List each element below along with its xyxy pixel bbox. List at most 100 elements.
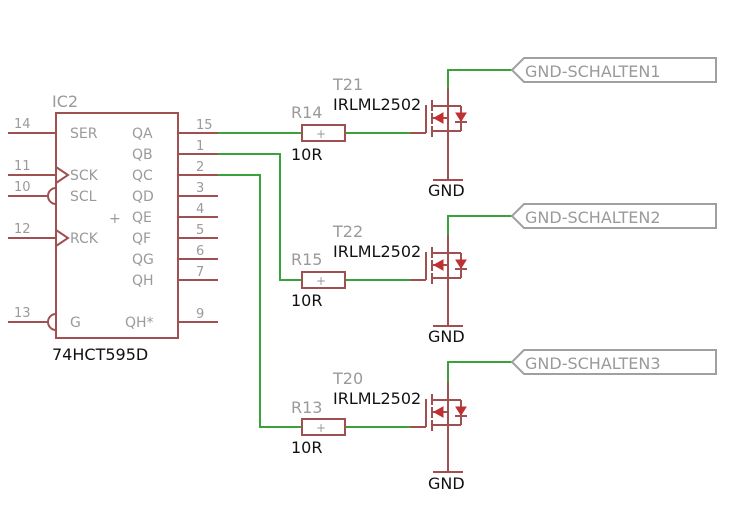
pin-name: SCK	[70, 168, 99, 184]
ic2-center-mark: +	[109, 211, 121, 227]
transistor-name: T21	[332, 75, 363, 94]
ic2-pin-qa: 15 QA	[132, 118, 218, 142]
arrow-icon	[432, 112, 444, 124]
resistor-value: 10R	[291, 291, 322, 310]
wire-t20-drain	[447, 361, 512, 382]
net-label-text: GND-SCHALTEN3	[525, 354, 661, 373]
transistor-name: T22	[332, 222, 363, 241]
resistor-name: R14	[291, 103, 322, 122]
transistor-value: IRLML2502	[333, 389, 421, 408]
net-label-text: GND-SCHALTEN1	[525, 62, 661, 81]
pin-number: 9	[196, 307, 204, 322]
ic2-pin-qc: 2 QC	[132, 160, 218, 184]
pin-name: QA	[132, 126, 153, 142]
pin-name: RCK	[70, 231, 99, 247]
resistor-r15: + R15 10R	[291, 250, 346, 310]
channel-2: + R15 10R T22 IRLML2502 GND	[291, 203, 717, 346]
pin-number: 11	[14, 159, 31, 174]
ic2-pin-g: 13 G	[8, 306, 81, 331]
pin-number: 3	[196, 181, 204, 196]
resistor-value: 10R	[291, 145, 322, 164]
transistor-value: IRLML2502	[333, 242, 421, 261]
ic2-pin-rck: 12 RCK	[8, 222, 99, 247]
pin-name: SER	[70, 126, 98, 142]
ic2-shift-register: IC2 74HCT595D + 14 SER 11 SCK 10 SCL 12 …	[8, 92, 218, 364]
wire-qc-to-r13	[218, 174, 302, 428]
pin-number: 2	[196, 160, 204, 175]
resistor-name: R13	[291, 398, 322, 417]
ic2-pin-qh-star: 9 QH*	[125, 307, 218, 331]
clock-triangle-icon	[55, 166, 70, 184]
inversion-bubble-icon	[47, 313, 57, 331]
ic2-pin-qg: 6 QG	[132, 244, 218, 268]
pin-name: G	[70, 315, 81, 331]
pin-name: QH	[132, 273, 154, 289]
mosfet-t20: T20 IRLML2502	[332, 369, 467, 468]
ic2-pin-qh: 7 QH	[132, 265, 218, 289]
transistor-value: IRLML2502	[333, 95, 421, 114]
pin-name: QH*	[125, 315, 154, 331]
ic2-name: IC2	[52, 92, 78, 111]
pin-number: 5	[196, 223, 204, 238]
channel-1: + R14 10R T21 IRLML2502 GND	[291, 57, 717, 200]
channel-3: + R13 10R T20 IRLML2502 GND	[291, 349, 717, 493]
diode-icon	[455, 406, 467, 416]
pin-number: 4	[196, 202, 204, 217]
pin-name: QE	[132, 210, 152, 226]
resistor-mark: +	[316, 127, 326, 141]
resistor-r14: + R14 10R	[291, 103, 346, 164]
pin-name: QC	[132, 168, 153, 184]
ic2-pin-ser: 14 SER	[8, 117, 98, 142]
pin-number: 12	[14, 222, 31, 237]
pin-name: QB	[132, 147, 153, 163]
resistor-value: 10R	[291, 438, 322, 457]
pin-number: 6	[196, 244, 204, 259]
diode-icon	[455, 259, 467, 269]
ground-label: GND	[428, 474, 465, 493]
net-label-gnd-schalten1: GND-SCHALTEN1	[510, 57, 717, 83]
ground-label: GND	[428, 327, 465, 346]
ic2-pin-qe: 4 QE	[132, 202, 218, 226]
pin-name: QF	[132, 231, 151, 247]
net-label-text: GND-SCHALTEN2	[525, 208, 661, 227]
wire-qb-to-r15	[218, 153, 302, 281]
mosfet-t21: T21 IRLML2502	[332, 75, 467, 175]
resistor-mark: +	[316, 274, 326, 288]
wires	[218, 69, 512, 428]
ic2-pin-qd: 3 QD	[132, 181, 218, 205]
wire-t21-drain	[447, 69, 512, 88]
net-label-gnd-schalten2: GND-SCHALTEN2	[510, 203, 717, 229]
pin-number: 13	[14, 306, 31, 321]
pin-name: SCL	[70, 189, 97, 205]
ic2-pin-qf: 5 QF	[132, 223, 218, 247]
ic2-pin-sck: 11 SCK	[8, 159, 99, 184]
ground-symbol-2: GND	[428, 322, 465, 346]
ground-label: GND	[428, 181, 465, 200]
mosfet-t22: T22 IRLML2502	[332, 222, 467, 322]
clock-triangle-icon	[55, 229, 70, 247]
arrow-icon	[432, 259, 444, 271]
pin-name: QG	[132, 252, 154, 268]
ground-symbol-1: GND	[428, 175, 465, 200]
resistor-r13: + R13 10R	[291, 398, 346, 457]
pin-name: QD	[132, 189, 154, 205]
pin-number: 10	[14, 180, 31, 195]
pin-number: 1	[196, 139, 204, 154]
ground-symbol-3: GND	[428, 468, 465, 493]
net-label-gnd-schalten3: GND-SCHALTEN3	[510, 349, 717, 375]
wire-t22-drain	[447, 215, 512, 235]
diode-icon	[455, 112, 467, 122]
ic2-pin-qb: 1 QB	[132, 139, 218, 163]
arrow-icon	[432, 406, 444, 418]
ic2-body	[55, 112, 179, 339]
pin-number: 15	[196, 118, 213, 133]
inversion-bubble-icon	[47, 187, 57, 205]
ic2-pin-scl: 10 SCL	[8, 180, 97, 205]
pin-number: 7	[196, 265, 204, 280]
resistor-mark: +	[316, 421, 326, 435]
resistor-name: R15	[291, 250, 322, 269]
transistor-name: T20	[332, 369, 363, 388]
pin-number: 14	[14, 117, 31, 132]
ic2-value: 74HCT595D	[52, 345, 148, 364]
